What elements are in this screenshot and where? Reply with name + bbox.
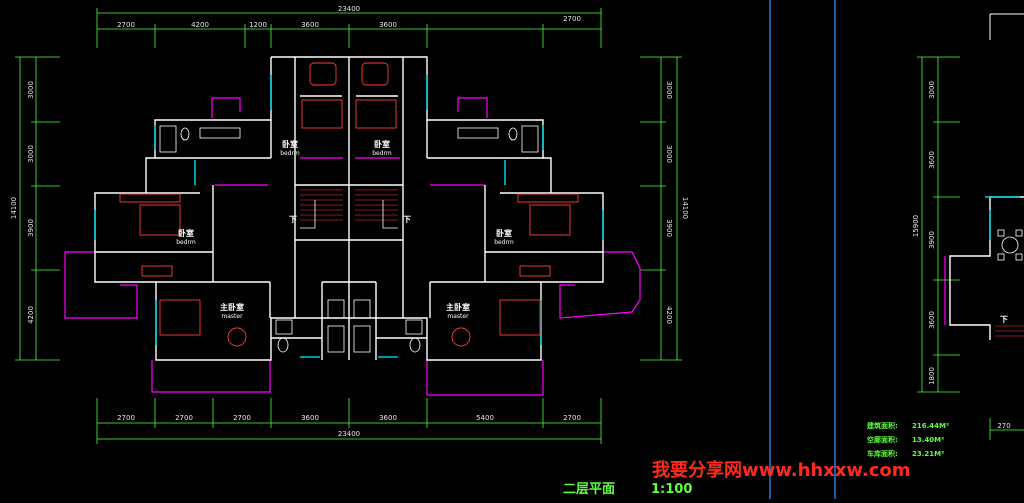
dim-bottom-seg: 2700 (233, 414, 251, 422)
dim-left-seg: 3000 (27, 145, 35, 163)
dim-bottom-seg: 2700 (563, 414, 581, 422)
side-dim-total: 15900 (912, 215, 920, 237)
side-dim-seg: 3900 (928, 231, 936, 249)
room-label-bedroom-en: bedrm (176, 239, 196, 246)
dim-right-seg: 3000 (665, 145, 673, 163)
room-label-bedroom: 卧室 (178, 228, 194, 238)
room-label-bedroom: 卧室 (282, 139, 298, 149)
dim-left-seg: 3900 (27, 219, 35, 237)
dim-right-seg: 4200 (665, 306, 673, 324)
dim-bottom-seg: 3600 (301, 414, 319, 422)
room-label-master: 主卧室 (220, 302, 244, 312)
dim-right-total: 14100 (681, 197, 689, 219)
dim-right-seg: 3000 (665, 81, 673, 99)
stair-arrows (300, 200, 398, 229)
dim-top-seg: 4200 (191, 21, 209, 29)
side-stair-down-label: 下 (1000, 315, 1008, 324)
side-plan-windows (985, 196, 1020, 240)
room-label-bedroom: 卧室 (496, 228, 512, 238)
dim-top-seg: 1200 (249, 21, 267, 29)
area-value: 13.40M² (912, 436, 944, 444)
room-label-bedroom-en: bedrm (494, 239, 514, 246)
area-value: 23.21M² (912, 450, 944, 458)
stair-treads (300, 189, 398, 221)
side-dimension-lines (917, 56, 1024, 440)
dim-bottom-seg: 5400 (476, 414, 494, 422)
dim-top-seg: 3600 (379, 21, 397, 29)
room-label-bedroom-en: bedrm (372, 150, 392, 157)
balconies (64, 97, 946, 396)
dim-bottom-seg: 3600 (379, 414, 397, 422)
room-label-master: 主卧室 (446, 302, 470, 312)
exterior-walls (94, 56, 604, 361)
dim-top-total: 23400 (338, 5, 360, 13)
room-label-master-en: master (447, 313, 469, 320)
dim-right-seg: 3900 (665, 219, 673, 237)
bottom-dimension-lines (96, 398, 602, 444)
watermark: 我要分享网www.hhxxw.com (652, 459, 911, 481)
area-label: 建筑面积: (867, 421, 898, 430)
side-stair-treads (995, 325, 1024, 337)
bathroom-fixtures (159, 125, 539, 353)
area-label: 空廊面积: (867, 435, 898, 444)
top-dimension-lines (96, 8, 602, 48)
dim-bottom-seg: 2700 (117, 414, 135, 422)
area-value: 216.44M² (912, 422, 949, 430)
right-dimension-lines (640, 56, 682, 361)
side-dim-seg: 3600 (928, 151, 936, 169)
dim-top-seg: 3600 (301, 21, 319, 29)
dim-left-seg: 3000 (27, 81, 35, 99)
plan-title: 二层平面 (563, 482, 615, 497)
side-dim-bottom: 270 (997, 422, 1010, 430)
dim-top-seg: 2700 (563, 15, 581, 23)
furniture (119, 62, 579, 347)
side-plan-walls (949, 196, 1024, 340)
side-plan-table (997, 229, 1023, 261)
dim-left-total: 14100 (10, 197, 18, 219)
area-label: 车库面积: (867, 449, 898, 458)
side-dim-seg: 3000 (928, 81, 936, 99)
room-label-bedroom: 卧室 (374, 139, 390, 149)
stair-down-label: 下 (403, 215, 411, 224)
left-dimension-lines (15, 56, 60, 361)
room-label-master-en: master (221, 313, 243, 320)
room-label-bedroom-en: bedrm (280, 150, 300, 157)
windows (94, 75, 604, 358)
side-dim-seg: 3600 (928, 311, 936, 329)
dim-bottom-total: 23400 (338, 430, 360, 438)
dim-left-seg: 4200 (27, 306, 35, 324)
side-dim-seg: 1800 (928, 367, 936, 385)
dim-top-seg: 2700 (117, 21, 135, 29)
dim-bottom-seg: 2700 (175, 414, 193, 422)
plan-scale: 1:100 (651, 482, 692, 497)
stair-down-label: 下 (289, 215, 297, 224)
